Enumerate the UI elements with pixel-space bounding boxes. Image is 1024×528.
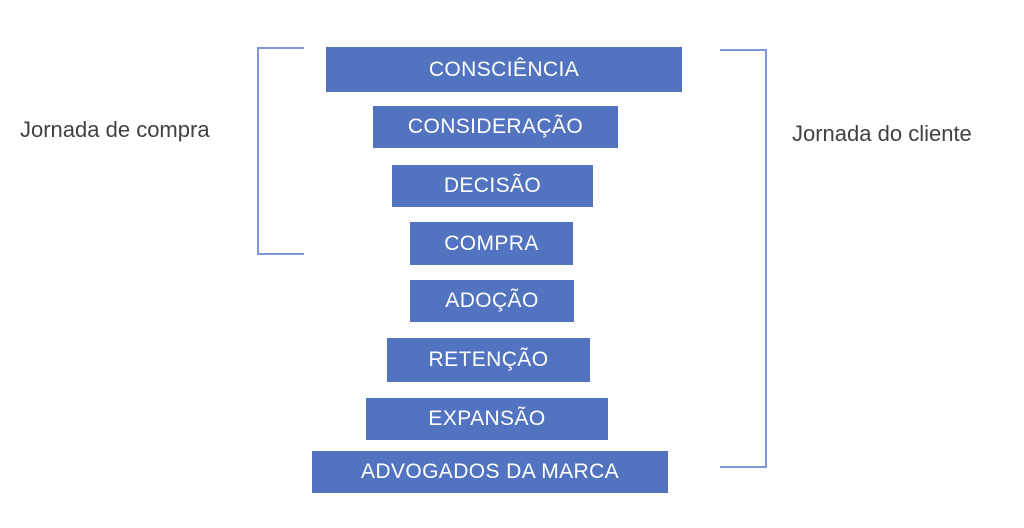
right-bracket-label: Jornada do cliente xyxy=(792,121,972,146)
stage-bar-consciencia: CONSCIÊNCIA xyxy=(326,47,682,92)
stage-bar-advogados-da-marca: ADVOGADOS DA MARCA xyxy=(312,451,668,493)
right-bracket xyxy=(720,49,767,468)
stage-bar-compra: COMPRA xyxy=(410,222,573,265)
stage-bar-decisao: DECISÃO xyxy=(392,165,593,207)
left-bracket-label: Jornada de compra xyxy=(20,117,210,142)
left-bracket xyxy=(257,47,304,255)
stage-bar-adocao: ADOÇÃO xyxy=(410,280,574,322)
stage-bar-consideracao: CONSIDERAÇÃO xyxy=(373,106,618,148)
stage-bar-expansao: EXPANSÃO xyxy=(366,398,608,440)
stage-bar-retencao: RETENÇÃO xyxy=(387,338,590,382)
